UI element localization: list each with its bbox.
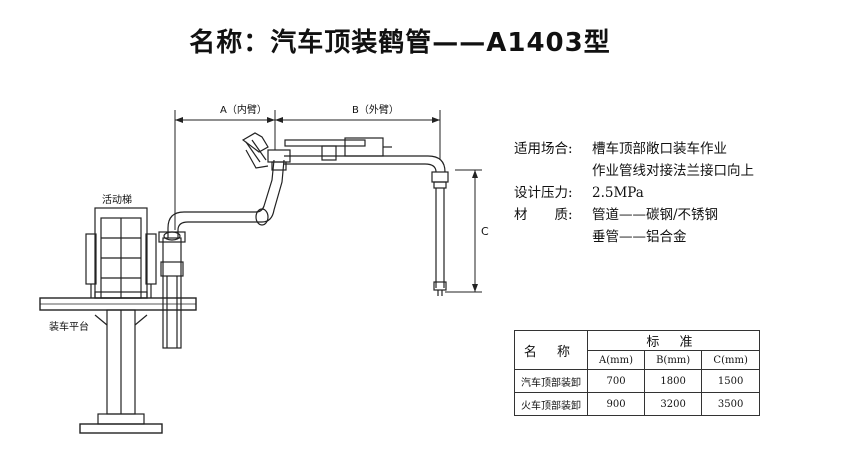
spec-value: 槽车顶部敞口装车作业 [592,141,727,157]
spec-row-application-2: 作业管线对接法兰接口向上 [514,160,754,182]
spec-row-pressure: 设计压力: 2.5MPa [514,182,644,204]
spec-key: 适用场合: [514,141,573,157]
column-header-a: A(mm) [586,350,646,370]
spec-row-material-2: 垂管——铝合金 [514,226,687,248]
table-header-row: 名 称 标 准 [514,330,760,370]
column-header-b: B(mm) [644,350,703,370]
cell-b: 3200 [644,392,703,416]
cell-a: 700 [586,369,646,393]
cell-a: 900 [586,392,646,416]
cell-c: 1500 [701,369,760,393]
column-header-c: C(mm) [701,350,760,370]
page-title: 名称：汽车顶装鹤管——A1403型 [189,28,611,58]
cell-b: 1800 [644,369,703,393]
dim-a-label: A（内臂） [220,103,267,116]
table-column-row: A(mm) B(mm) C(mm) [515,350,760,370]
spec-value: 管道——碳钢/不锈钢 [592,207,719,223]
row-name: 火车顶部装卸 [514,392,588,416]
ladder-label: 活动梯 [102,193,132,206]
inner-arm [163,149,291,241]
balance-cylinder [241,132,392,169]
table-group-header: 标 准 [587,330,760,351]
outer-arm [284,155,449,189]
spec-value: 2.5MPa [592,185,644,201]
mobile-ladder [85,207,157,299]
spec-value: 作业管线对接法兰接口向上 [592,163,754,179]
spec-row-application: 适用场合: 槽车顶部敞口装车作业 [514,138,727,160]
dim-c-label: C [481,225,489,238]
standards-table: 名 称 标 准 A(mm) B(mm) C(mm) 汽车顶部装卸 700 180… [514,330,760,416]
table-row: 汽车顶部装卸 700 1800 1500 [514,369,760,393]
platform-label: 装车平台 [49,320,89,333]
row-name: 汽车顶部装卸 [514,369,588,393]
dim-b-label: B（外臂） [352,103,399,116]
spec-row-material: 材 质: 管道——碳钢/不锈钢 [514,204,718,226]
drop-pipe [433,188,447,296]
loading-platform [39,297,197,434]
table-row: 火车顶部装卸 900 3200 3500 [514,392,760,416]
spec-key: 材 质: [514,207,573,223]
dimension-lines [174,110,482,293]
cell-c: 3500 [701,392,760,416]
riser-pipe [158,231,186,349]
table-name-header: 名 称 [514,330,588,370]
spec-key: 设计压力: [514,185,573,201]
spec-value: 垂管——铝合金 [592,229,687,245]
